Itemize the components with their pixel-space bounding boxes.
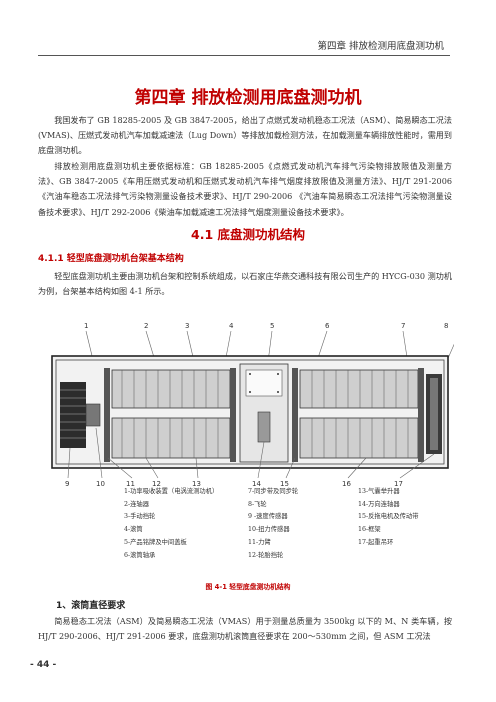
legend-item: 7-同步带及同步轮 <box>248 488 299 495</box>
legend-column-2: 7-同步带及同步轮 8-飞轮 9 -速度传感器 10-扭力传感器 11-力臂 1… <box>248 486 298 562</box>
legend-item: 5-产品铭牌及中间盖板 <box>124 538 187 546</box>
callout-4: 4 <box>229 322 234 330</box>
callout-13: 13 <box>192 480 201 488</box>
callout-7: 7 <box>401 322 405 330</box>
callout-16: 16 <box>342 480 351 488</box>
legend-item: 14-万向连轴器 <box>358 500 400 508</box>
callout-8: 8 <box>444 322 448 330</box>
legend-item: 10-扭力传感器 <box>248 526 290 534</box>
callout-17: 17 <box>394 480 403 488</box>
legend-item: 17-起重吊环 <box>358 538 394 546</box>
legend-item: 13-气囊举升器 <box>358 488 400 495</box>
legend-item: 3-手动挡轮 <box>124 513 156 521</box>
page-number: - 44 - <box>30 660 57 670</box>
running-header: 第四章 排放检测用底盘测功机 <box>317 41 444 52</box>
callout-11: 11 <box>126 480 135 488</box>
subsection-paragraph: 轻型底盘测功机主要由测功机台架和控制系统组成，以石家庄华燕交通科技有限公司生产的… <box>38 271 452 297</box>
callout-14: 14 <box>252 480 261 488</box>
callout-2: 2 <box>144 322 148 330</box>
legend-item: 6-滚筒轴承 <box>124 551 156 559</box>
dynamometer-figure: 1 2 3 4 5 6 7 8 9 10 11 12 13 14 15 16 1… <box>46 318 461 488</box>
figure-caption: 图 4-1 轻型底盘测功机结构 <box>205 583 291 591</box>
item-paragraph: 简易稳态工况法（ASM）及简易瞬态工况法（VMAS）用于测量总质量为 3500k… <box>38 616 452 642</box>
legend-column-3: 13-气囊举升器 14-万向连轴器 15-反拖电机及传动带 16-框架 17-起… <box>358 486 419 550</box>
legend-item: 15-反拖电机及传动带 <box>358 513 419 521</box>
callout-9: 9 <box>65 480 69 488</box>
callout-5: 5 <box>270 322 274 330</box>
header-rule <box>38 55 450 56</box>
dynamometer-diagram: 1 2 3 4 5 6 7 8 9 10 11 12 13 14 15 16 1… <box>51 322 461 488</box>
legend-item: 16-框架 <box>358 526 381 534</box>
item-heading: 1、滚筒直径要求 <box>56 601 126 611</box>
callout-12: 12 <box>152 480 161 488</box>
callout-3: 3 <box>185 322 189 330</box>
legend-item: 2-连轴器 <box>124 500 150 508</box>
legend-item: 12-轮胎挡轮 <box>248 551 284 559</box>
subsection-title: 4.1.1 轻型底盘测功机台架基本结构 <box>38 254 184 264</box>
legend-item: 8-飞轮 <box>248 500 267 508</box>
legend-item: 4-滚筒 <box>124 526 143 534</box>
section-title: 4.1 底盘测功机结构 <box>191 227 305 242</box>
legend-item: 11-力臂 <box>248 538 271 546</box>
intro-paragraph-1: 我国发布了 GB 18285-2005 及 GB 3847-2005，给出了点燃… <box>38 115 452 156</box>
callout-15: 15 <box>280 480 289 488</box>
callout-6: 6 <box>325 322 330 330</box>
legend-item: 1-功率吸收装置（电涡流测功机） <box>124 488 219 495</box>
chapter-title: 第四章 排放检测用底盘测功机 <box>134 88 362 108</box>
legend-item: 9 -速度传感器 <box>248 513 288 521</box>
intro-paragraph-2: 排放检测用底盘测功机主要依据标准：GB 18285-2005《点燃式发动机汽车排… <box>38 161 452 217</box>
legend-column-1: 1-功率吸收装置（电涡流测功机） 2-连轴器 3-手动挡轮 4-滚筒 5-产品铭… <box>124 486 218 562</box>
callout-1: 1 <box>84 322 88 330</box>
callout-10: 10 <box>96 480 105 488</box>
